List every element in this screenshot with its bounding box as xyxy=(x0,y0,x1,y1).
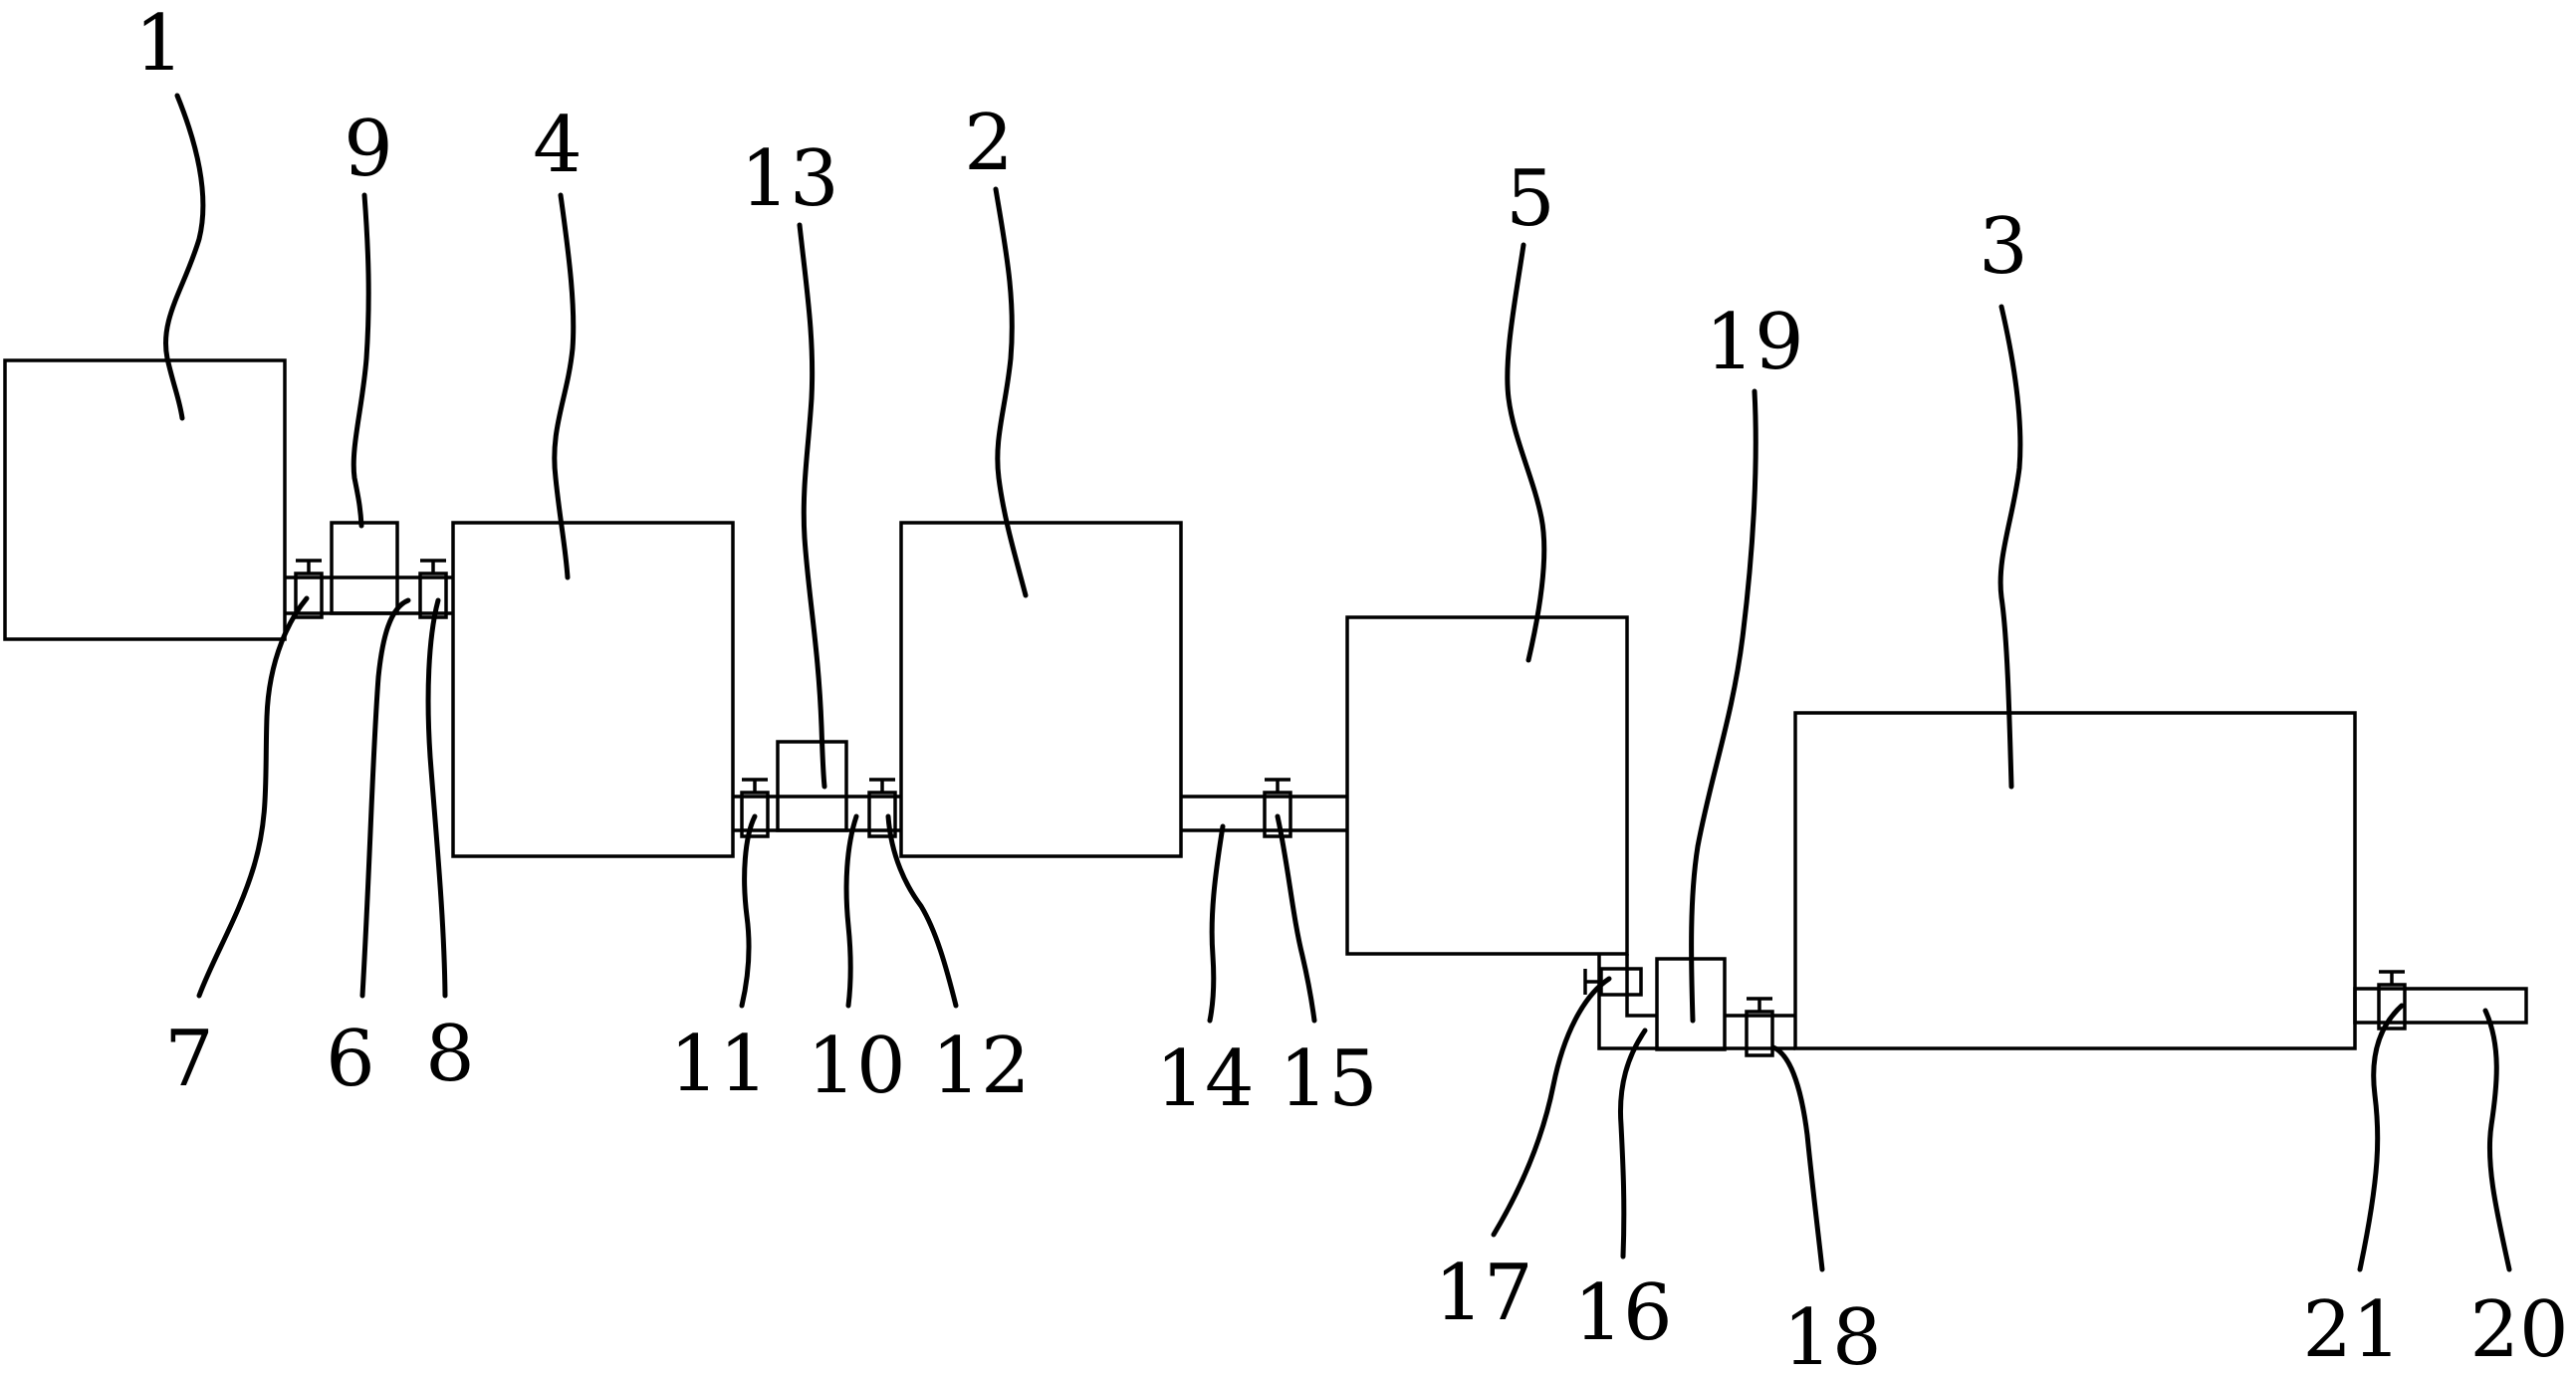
leader-1 xyxy=(163,93,206,421)
leader-8 xyxy=(425,597,448,999)
unit-5 xyxy=(1345,615,1629,956)
label-1: 1 xyxy=(134,0,184,89)
leader-6 xyxy=(359,597,411,999)
leader-4 xyxy=(552,192,577,580)
label-14: 14 xyxy=(1155,1034,1254,1124)
leader-9 xyxy=(351,192,371,529)
label-12: 12 xyxy=(931,1022,1030,1111)
leader-3 xyxy=(1997,304,2023,790)
label-21: 21 xyxy=(2302,1285,2401,1375)
pump-9 xyxy=(330,521,399,615)
leader-20 xyxy=(2482,1008,2512,1272)
label-5: 5 xyxy=(1506,154,1555,244)
unit-1 xyxy=(3,358,287,641)
label-3: 3 xyxy=(1979,202,2028,292)
leader-21 xyxy=(2357,1003,2405,1272)
leader-15 xyxy=(1275,813,1317,1024)
pump-13 xyxy=(776,740,848,832)
valve-18 xyxy=(1745,997,1774,1057)
unit-3 xyxy=(1793,711,2357,1050)
label-20: 20 xyxy=(2469,1285,2568,1375)
leader-13 xyxy=(797,222,827,790)
leader-17 xyxy=(1491,976,1612,1238)
pipe-10 xyxy=(733,795,901,832)
label-18: 18 xyxy=(1782,1293,1881,1375)
label-16: 16 xyxy=(1573,1268,1672,1358)
leader-10 xyxy=(843,813,859,1009)
label-4: 4 xyxy=(533,101,583,190)
unit-4 xyxy=(451,521,735,858)
leader-5 xyxy=(1505,242,1547,663)
leader-16 xyxy=(1617,1028,1648,1260)
leader-14 xyxy=(1207,823,1226,1024)
label-17: 17 xyxy=(1434,1249,1532,1338)
leader-2 xyxy=(993,186,1029,598)
label-8: 8 xyxy=(425,1010,475,1099)
leader-11 xyxy=(739,813,758,1009)
label-19: 19 xyxy=(1705,298,1803,387)
leader-18 xyxy=(1770,1044,1825,1272)
label-7: 7 xyxy=(164,1015,214,1104)
valve-21 xyxy=(2377,970,2407,1031)
leader-7 xyxy=(196,595,310,999)
valve-12 xyxy=(867,778,897,838)
label-6: 6 xyxy=(326,1015,375,1104)
pipe-6 xyxy=(285,575,453,615)
valve-8 xyxy=(418,559,448,619)
unit-2 xyxy=(899,521,1183,858)
valve-15 xyxy=(1263,778,1292,838)
label-15: 15 xyxy=(1279,1034,1377,1124)
label-9: 9 xyxy=(344,105,393,194)
valve-11 xyxy=(740,778,770,838)
valve-7 xyxy=(294,559,324,619)
label-11: 11 xyxy=(669,1020,768,1109)
leader-12 xyxy=(885,813,959,1009)
label-13: 13 xyxy=(740,134,838,224)
label-10: 10 xyxy=(807,1022,905,1111)
pipe-20 xyxy=(2353,987,2528,1025)
leader-19 xyxy=(1689,388,1758,1024)
label-2: 2 xyxy=(964,99,1014,188)
